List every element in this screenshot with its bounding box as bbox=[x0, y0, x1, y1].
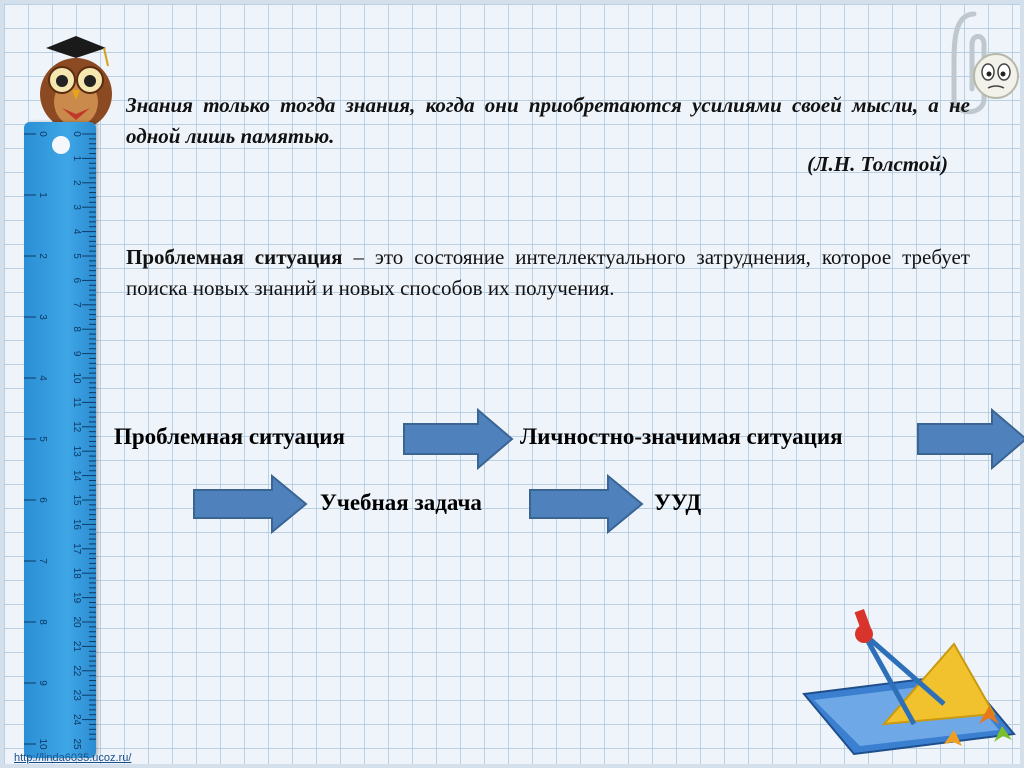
ruler-cm-label: 10 bbox=[71, 372, 82, 384]
ruler-cm-label: 9 bbox=[71, 351, 82, 357]
flow-step-learning-task: Учебная задача bbox=[320, 490, 482, 515]
definition-paragraph: Проблемная ситуация – это состояние инте… bbox=[126, 242, 970, 304]
flow-step-uud: УУД bbox=[654, 490, 702, 515]
ruler-inch-label: 3 bbox=[37, 314, 48, 320]
ruler-cm-label: 20 bbox=[71, 616, 82, 628]
ruler-cm-label: 23 bbox=[71, 690, 82, 702]
ruler-inch-label: 6 bbox=[37, 497, 48, 503]
ruler-cm-label: 17 bbox=[71, 543, 82, 555]
ruler-cm-label: 3 bbox=[71, 204, 82, 210]
ruler-inch-label: 4 bbox=[37, 375, 48, 381]
ruler-cm-label: 13 bbox=[71, 446, 82, 458]
ruler-cm-label: 15 bbox=[71, 494, 82, 506]
ruler-inch-label: 10 bbox=[37, 738, 48, 750]
ruler-inch-label: 8 bbox=[37, 619, 48, 625]
ruler-cm-label: 16 bbox=[71, 519, 82, 531]
ruler-cm-label: 0 bbox=[71, 131, 82, 137]
ruler-cm-label: 1 bbox=[71, 156, 82, 162]
arrow-right-icon bbox=[403, 408, 514, 470]
owl-icon bbox=[40, 36, 112, 132]
ruler-cm-label: 2 bbox=[71, 180, 82, 186]
ruler-cm-label: 5 bbox=[71, 253, 82, 259]
ruler-cm-label: 19 bbox=[71, 592, 82, 604]
ruler-hole bbox=[52, 136, 70, 154]
flow-step-problem-situation: Проблемная ситуация bbox=[114, 424, 345, 449]
ruler-scale: 0123456789101112131415161718192021222324… bbox=[24, 131, 96, 750]
definition-term: Проблемная ситуация bbox=[126, 245, 343, 269]
quote-text: Знания только тогда знания, когда они пр… bbox=[126, 93, 970, 148]
definition-body: – это состояние интеллектуального затруд… bbox=[126, 245, 970, 300]
ruler-cm-label: 4 bbox=[71, 229, 82, 235]
ruler-cm-label: 8 bbox=[71, 326, 82, 332]
ruler-cm-label: 21 bbox=[71, 641, 82, 653]
ruler-inch-label: 5 bbox=[37, 436, 48, 442]
ruler-cm-label: 24 bbox=[71, 714, 82, 726]
ruler-cm-label: 12 bbox=[71, 421, 82, 433]
quote-author: (Л.Н. Толстой) bbox=[807, 152, 948, 176]
ruler-cm-label: 11 bbox=[71, 397, 82, 408]
arrow-right-icon bbox=[917, 408, 1024, 470]
drawing-tools-icon bbox=[802, 608, 1016, 756]
flow-step-personal-situation: Личностно-значимая ситуация bbox=[520, 424, 843, 449]
footer-url[interactable]: http://linda6035.ucoz.ru/ bbox=[14, 752, 132, 764]
ruler-inch-label: 7 bbox=[37, 558, 48, 564]
ruler-inch-label: 9 bbox=[37, 680, 48, 686]
ruler-cm-label: 22 bbox=[71, 665, 82, 677]
arrow-right-icon bbox=[529, 474, 644, 534]
ruler-cm-label: 14 bbox=[71, 470, 82, 482]
ruler-inch-label: 0 bbox=[37, 131, 48, 137]
ruler-cm-label: 18 bbox=[71, 568, 82, 580]
ruler-cm-label: 7 bbox=[71, 302, 82, 308]
ruler-inch-label: 2 bbox=[37, 253, 48, 259]
arrow-right-icon bbox=[193, 474, 308, 534]
ruler-cm-label: 6 bbox=[71, 278, 82, 284]
ruler-inch-label: 1 bbox=[37, 192, 48, 198]
paperclip-icon bbox=[951, 11, 1019, 115]
ruler-cm-label: 25 bbox=[71, 738, 82, 750]
